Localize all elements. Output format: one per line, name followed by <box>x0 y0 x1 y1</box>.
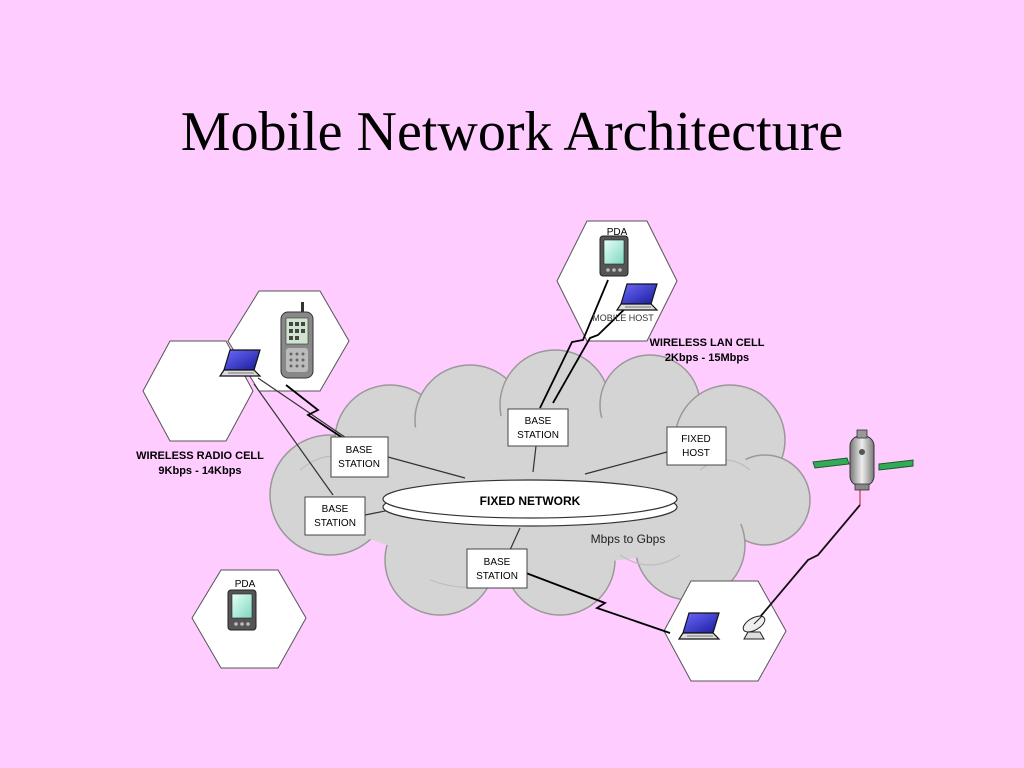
svg-text:9Kbps - 14Kbps: 9Kbps - 14Kbps <box>158 465 241 477</box>
svg-text:BASE: BASE <box>322 504 349 515</box>
wireless-lan-label: WIRELESS LAN CELL 2Kbps - 15Mbps <box>650 337 765 364</box>
wireless-links <box>285 279 861 634</box>
svg-text:FIXED: FIXED <box>681 434 710 445</box>
pda-icon-top <box>599 235 629 277</box>
pda-label-top: PDA <box>607 227 628 238</box>
slide-title: Mobile Network Architecture <box>180 101 844 163</box>
wireless-radio-label: WIRELESS RADIO CELL 9Kbps - 14Kbps <box>136 450 264 477</box>
fixed-network-label: FIXED NETWORK <box>480 494 581 508</box>
svg-text:BASE: BASE <box>346 445 373 456</box>
wired-links <box>253 377 668 551</box>
fixed-host-box: FIXED HOST <box>666 426 727 466</box>
satellite-dish-icon <box>742 615 766 640</box>
fixed-network-disk: FIXED NETWORK <box>382 479 678 527</box>
hexagon-laptop-satellite <box>663 580 787 682</box>
hexagon-pda-top <box>556 220 678 342</box>
satellite-icon <box>812 429 914 491</box>
svg-text:2Kbps - 15Mbps: 2Kbps - 15Mbps <box>665 352 749 364</box>
svg-text:WIRELESS LAN CELL: WIRELESS LAN CELL <box>650 337 765 349</box>
pda-label-bottom: PDA <box>235 579 256 590</box>
base-station-bottom: BASE STATION <box>466 548 528 589</box>
svg-text:STATION: STATION <box>314 518 356 529</box>
svg-text:WIRELESS RADIO CELL: WIRELESS RADIO CELL <box>136 450 264 462</box>
cellphone-icon <box>280 302 314 379</box>
base-station-top: BASE STATION <box>507 408 569 447</box>
speed-label: Mbps to Gbps <box>591 532 666 546</box>
base-station-left: BASE STATION <box>330 436 389 478</box>
svg-text:BASE: BASE <box>484 557 511 568</box>
pda-icon-bottom <box>227 589 257 631</box>
svg-text:STATION: STATION <box>517 430 559 441</box>
svg-text:STATION: STATION <box>476 571 518 582</box>
base-station-bottom-left: BASE STATION <box>304 496 366 536</box>
svg-text:STATION: STATION <box>338 459 380 470</box>
cloud <box>269 349 811 616</box>
svg-text:BASE: BASE <box>525 416 552 427</box>
mobile-host-label: MOBILE HOST <box>592 313 654 323</box>
svg-text:HOST: HOST <box>682 448 710 459</box>
